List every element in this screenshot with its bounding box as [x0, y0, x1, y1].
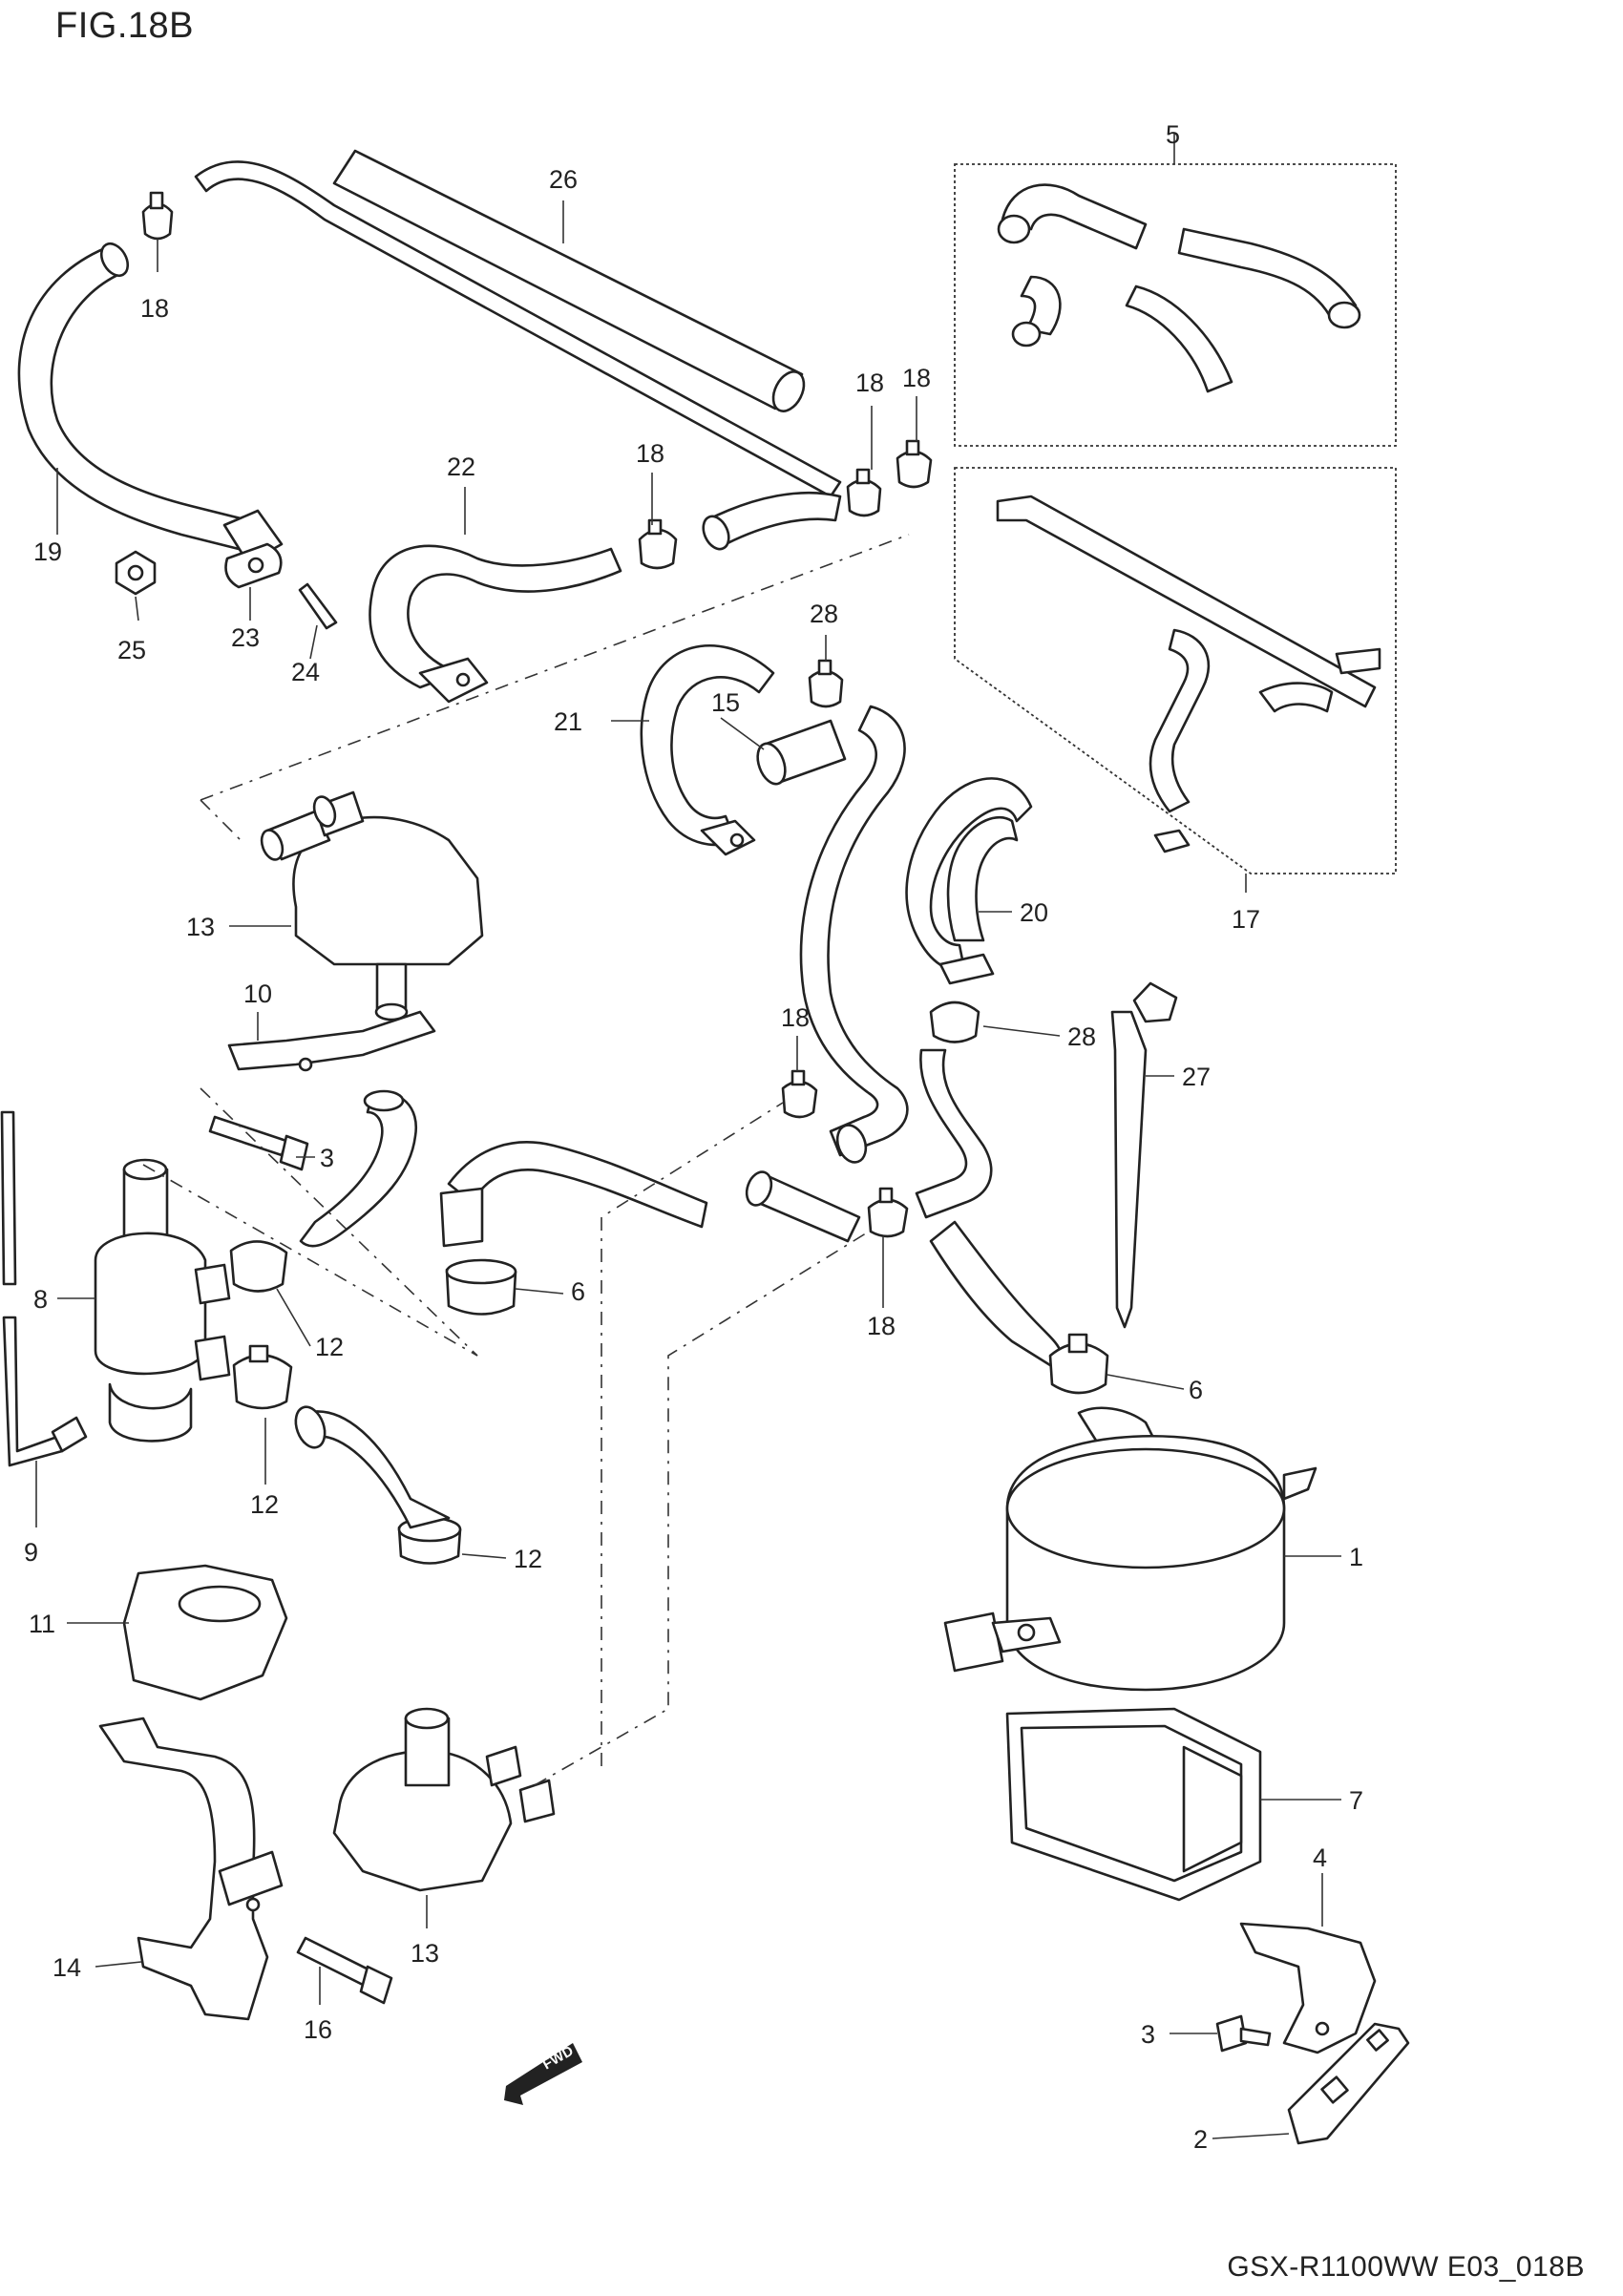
callout-1: 1 [1349, 1543, 1363, 1571]
callout-12-a: 12 [315, 1333, 344, 1361]
part-3-bolt-lower [1215, 2014, 1272, 2053]
callout-14: 14 [53, 1953, 81, 1982]
callout-18-center: 18 [781, 1003, 810, 1032]
figure-title: FIG.18B [55, 6, 194, 46]
callout-28-lower: 28 [1067, 1022, 1096, 1051]
part-20-hose [905, 777, 1033, 985]
callout-28-top: 28 [810, 600, 838, 628]
callout-23: 23 [231, 623, 260, 652]
connection-lines [142, 534, 910, 1786]
part-26-long-hose [332, 149, 806, 412]
callout-6-right: 6 [1189, 1376, 1203, 1404]
callout-20: 20 [1020, 898, 1048, 927]
part-18-clamp-center [781, 1069, 818, 1119]
callout-8: 8 [33, 1285, 48, 1314]
part-25-nut [115, 550, 157, 596]
part-18-clamp-b [846, 468, 882, 517]
callout-4: 4 [1313, 1843, 1327, 1872]
part-17-kit-box [954, 467, 1397, 874]
part-27-strap [1110, 981, 1178, 1329]
callout-numbers: 5 26 18 19 25 23 24 22 18 18 18 28 21 15… [24, 120, 1363, 2154]
callout-24: 24 [291, 658, 320, 686]
callout-21: 21 [554, 707, 582, 736]
callout-10: 10 [243, 979, 272, 1008]
callout-17: 17 [1232, 905, 1260, 934]
hose-to-lower-valve [294, 1405, 451, 1529]
part-8-control-valve [94, 1158, 231, 1443]
part-12-clamp-a [229, 1240, 288, 1293]
part-15-hose [756, 719, 847, 786]
fwd-arrow-icon: FWD [504, 2043, 582, 2105]
callout-18-topleft: 18 [140, 294, 169, 323]
part-23-gasket [224, 542, 283, 589]
callout-27: 27 [1182, 1063, 1211, 1091]
callout-3-upper: 3 [320, 1144, 334, 1172]
part-18-clamp-c [896, 439, 933, 489]
part-22-hose [369, 544, 622, 704]
callout-22: 22 [447, 453, 475, 481]
part-10-bracket [227, 1010, 436, 1072]
callout-7: 7 [1349, 1786, 1363, 1815]
hose-upper-valve-outlet [299, 1089, 708, 1248]
part-13-reed-valve-upper [260, 790, 484, 1022]
part-21-hose [640, 643, 775, 856]
part-6-clamp-upper [1048, 1333, 1109, 1395]
part-13-reed-valve-lower [332, 1707, 556, 1892]
part-1-pair-case [943, 1406, 1317, 1692]
callout-12-b: 12 [250, 1490, 279, 1519]
part-17-pipe-set [996, 495, 1381, 853]
callout-18-a: 18 [636, 439, 664, 468]
callout-13-upper: 13 [186, 913, 215, 941]
part-14-bracket [98, 1717, 284, 2021]
hose-to-airbox [745, 1048, 1063, 1367]
callout-18-c: 18 [902, 364, 931, 392]
part-12-clamp-b [232, 1344, 293, 1410]
callout-6-left: 6 [571, 1277, 585, 1306]
part-9-hose [0, 1110, 88, 1467]
callout-12-c: 12 [514, 1545, 542, 1573]
part-24-stud [298, 582, 338, 630]
callout-5: 5 [1166, 120, 1180, 149]
part-2-plate [1287, 2022, 1410, 2145]
part-7-cover [1005, 1707, 1262, 1902]
callout-11: 11 [29, 1610, 55, 1638]
callout-18-b: 18 [855, 369, 884, 397]
center-s-hose [799, 705, 909, 1164]
part-28-clamp-lower [929, 1001, 980, 1043]
part-18-clamp-lower [867, 1187, 909, 1238]
part-16-bolt [296, 1936, 393, 2005]
callout-3-lower: 3 [1141, 2020, 1155, 2049]
callout-16: 16 [304, 2015, 332, 2044]
part-5-hose-set [997, 183, 1361, 393]
part-18-clamp-a [638, 518, 678, 570]
part-11-cap [122, 1564, 288, 1701]
part-3-bolt-upper [208, 1115, 309, 1171]
callout-15: 15 [711, 688, 740, 717]
leader-lines [35, 134, 1341, 2139]
part-4-bracket [1239, 1922, 1377, 2054]
callout-19: 19 [33, 537, 62, 566]
callout-18-lower: 18 [867, 1312, 896, 1340]
part-18-clamp-topleft [141, 191, 174, 241]
callout-2: 2 [1193, 2125, 1208, 2154]
drawing-code: GSX-R1100WW E03_018B [1227, 2251, 1585, 2283]
part-6-clamp-left [445, 1258, 517, 1316]
part-28-clamp-top [808, 659, 844, 708]
part-5-kit-box [954, 163, 1397, 447]
callout-13-lower: 13 [411, 1939, 439, 1968]
callout-25: 25 [117, 636, 146, 664]
callout-9: 9 [24, 1538, 38, 1567]
callout-26: 26 [549, 165, 578, 194]
hose-segment-mid-top [702, 491, 842, 551]
